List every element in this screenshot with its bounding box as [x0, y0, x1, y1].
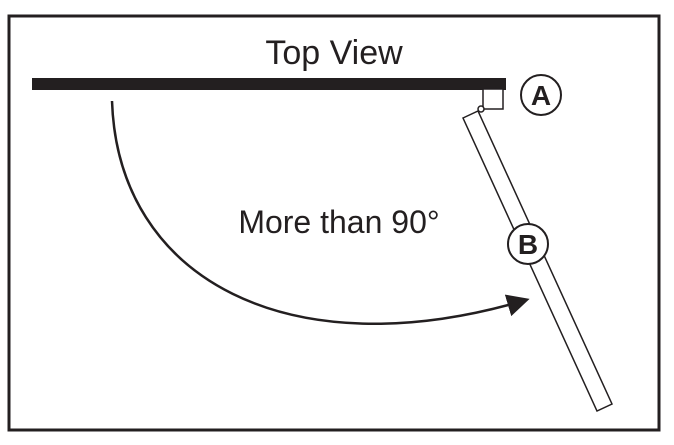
hinge-pivot: [477, 105, 485, 113]
callout-a-circle: [520, 74, 562, 116]
callout-a: A: [520, 74, 562, 116]
callout-b-letter: B: [518, 229, 538, 260]
callout-b-circle: [507, 223, 549, 265]
diagram-title: Top View: [265, 34, 403, 72]
callout-b: B: [507, 223, 549, 265]
callout-a-letter: A: [531, 80, 551, 111]
angle-label: More than 90°: [238, 204, 439, 240]
wall-bar: [32, 78, 506, 90]
hinge-bracket: [482, 88, 504, 110]
swing-arc-arrow: [110, 100, 530, 325]
